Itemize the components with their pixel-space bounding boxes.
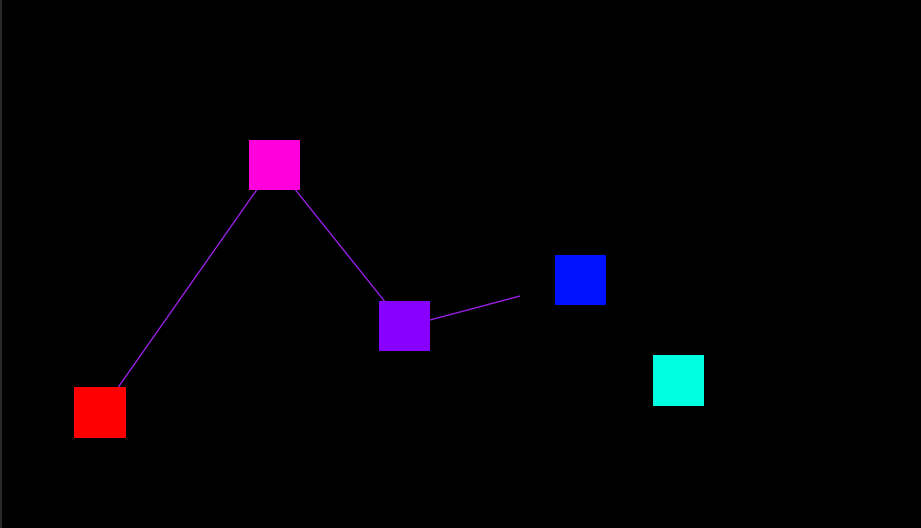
node-red[interactable] — [74, 387, 126, 438]
node-cyan[interactable] — [653, 355, 704, 406]
link-magenta-purple — [293, 187, 387, 304]
node-magenta[interactable] — [249, 140, 300, 190]
node-purple[interactable] — [379, 301, 430, 351]
nodes-layer — [74, 140, 704, 438]
link-purple-blue — [429, 295, 521, 321]
links-layer — [116, 187, 521, 390]
canvas-left-border — [0, 0, 2, 528]
link-red-magenta — [116, 187, 259, 390]
node-blue[interactable] — [555, 255, 606, 305]
